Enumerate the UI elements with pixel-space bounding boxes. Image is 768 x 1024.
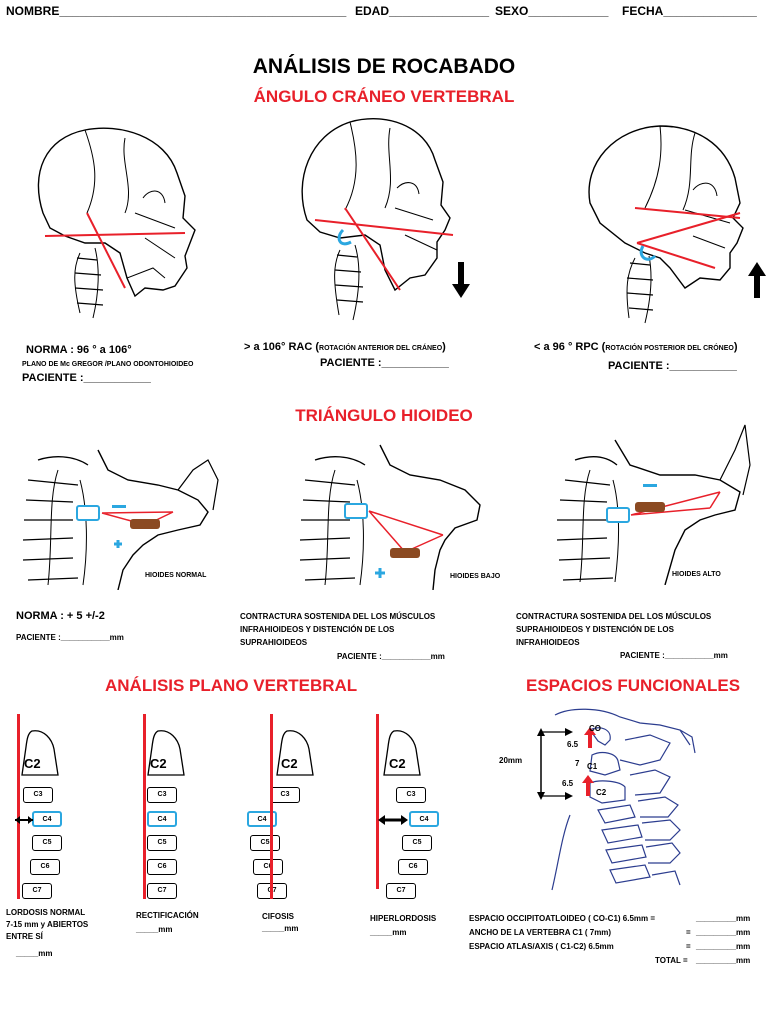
vertebra-c6: C6: [398, 859, 428, 875]
plano-label: PLANO DE Mc GREGOR /PLANO ODONTOHIOIDEO: [22, 361, 194, 368]
hyoid-caption-normal: HIOIDES NORMAL: [145, 572, 207, 579]
contractura-desc-1: CONTRACTURA SOSTENIDA DEL LOS MÚSCULOS I…: [240, 612, 436, 647]
rac-label: > a 106° RAC (ROTACIÓN ANTERIOR DEL CRÁN…: [244, 341, 446, 353]
double-arrow-icon: [378, 815, 408, 825]
vertebra-c5: C5: [147, 835, 177, 851]
vertebra-c7: C7: [386, 883, 416, 899]
row-co-c1-label: ESPACIO OCCIPITOATLOIDEO ( CO-C1) 6.5mm …: [469, 914, 656, 923]
vertebra-c2-shape: [383, 730, 421, 776]
caption-hiperlordosis: HIPERLORDOSIS: [370, 914, 437, 923]
label-7: 7: [575, 759, 580, 768]
vertebra-c3: C3: [396, 787, 426, 803]
caption-lordosis: LORDOSIS NORMAL 7-15 mm y ABIERTOS ENTRE…: [6, 908, 89, 941]
double-arrow-icon: [15, 816, 33, 824]
vertebra-c4: C4: [32, 811, 62, 827]
paciente-field[interactable]: PACIENTE :___________mm: [16, 633, 124, 642]
label-6-5-top: 6.5: [567, 740, 579, 749]
fecha-field[interactable]: FECHA______________: [622, 4, 757, 18]
page-title: ANÁLISIS DE ROCABADO: [252, 55, 516, 78]
vertebra-c4: C4: [247, 811, 277, 827]
vertebra-c2-shape: [21, 730, 59, 776]
label-c1: C1: [587, 762, 598, 771]
section-title-espacios-funcionales: ESPACIOS FUNCIONALES: [526, 676, 741, 695]
vertebral-column-lordosis: C2 C3 C4 C5 C6 C7: [14, 714, 94, 904]
row-c1-c2-value[interactable]: _________mm: [696, 942, 751, 951]
edad-field[interactable]: EDAD_______________: [355, 4, 490, 18]
vertebra-c5: C5: [250, 835, 280, 851]
vertebra-c3: C3: [270, 787, 300, 803]
row-c1-c2-eq: =: [686, 942, 691, 951]
vertebra-c5: C5: [32, 835, 62, 851]
hyoid-diagram-alto: [556, 424, 751, 585]
vertebra-c2-label: C2: [150, 756, 167, 771]
skull-diagram-rpc: [588, 125, 744, 324]
vertebra-c2-label: C2: [281, 756, 298, 771]
section-title-craneo-vertebral: ÁNGULO CRÁNEO VERTEBRAL: [253, 87, 515, 106]
vertebral-column-rectificacion: C2 C3 C4 C5 C6 C7: [140, 714, 220, 904]
hiperlordosis-mm-field[interactable]: _____mm: [370, 928, 407, 937]
vertebra-c7: C7: [147, 883, 177, 899]
section-title-triangulo-hioideo: TRIÁNGULO HIOIDEO: [295, 406, 473, 425]
vertebra-c2-shape: [276, 730, 314, 776]
contractura-desc-2: CONTRACTURA SOSTENIDA DEL LOS MÚSCULOS S…: [516, 612, 712, 647]
vertebral-column-cifosis: C2 C3 C4 C5 C6 C7: [245, 714, 325, 904]
vertebra-c5: C5: [402, 835, 432, 851]
paciente-field[interactable]: PACIENTE :___________: [320, 357, 449, 369]
arrow-up-icon: [748, 262, 766, 298]
vertebra-c6: C6: [30, 859, 60, 875]
vertebra-c4: C4: [409, 811, 439, 827]
label-co: CO: [589, 724, 601, 733]
skull-diagram-rac: [301, 118, 454, 321]
sexo-field[interactable]: SEXO____________: [495, 4, 609, 18]
height-measure-bracket: [537, 728, 573, 800]
rpc-label: < a 96 ° RPC (ROTACIÓN POSTERIOR DEL CRÓ…: [534, 341, 738, 353]
caption-rectificacion: RECTIFICACIÓN: [136, 911, 199, 920]
vertebra-c4: C4: [147, 811, 177, 827]
paciente-field[interactable]: PACIENTE :___________mm: [337, 652, 445, 661]
section-title-plano-vertebral: ANÁLISIS PLANO VERTEBRAL: [105, 676, 358, 695]
hyoid-diagram-bajo: [299, 444, 481, 590]
lordosis-mm-field[interactable]: _____mm: [16, 949, 53, 958]
arrow-down-icon: [452, 262, 470, 298]
label-c2: C2: [596, 788, 607, 797]
row-c1-c2-label: ESPACIO ATLAS/AXIS ( C1-C2) 6.5mm: [469, 942, 614, 951]
vertebra-c2-label: C2: [24, 756, 41, 771]
cervical-spine-diagram: [551, 708, 696, 891]
label-6-5-bottom: 6.5: [562, 779, 574, 788]
paciente-field[interactable]: PACIENTE :___________: [22, 372, 151, 384]
paciente-field[interactable]: PACIENTE :___________: [608, 360, 737, 372]
vertebra-c6: C6: [253, 859, 283, 875]
vertebra-c3: C3: [23, 787, 53, 803]
paciente-field[interactable]: PACIENTE :___________mm: [620, 651, 728, 660]
nombre-field[interactable]: NOMBRE__________________________________…: [6, 4, 347, 18]
vertebra-c2-shape: [147, 730, 185, 776]
cifosis-mm-field[interactable]: _____mm: [262, 924, 299, 933]
norma-hioideo: NORMA : + 5 +/-2: [16, 610, 105, 622]
hyoid-caption-alto: HIOIDES ALTO: [672, 571, 721, 578]
row-c1-eq: =: [686, 928, 691, 937]
caption-cifosis: CIFOSIS: [262, 912, 295, 921]
row-c1-value[interactable]: _________mm: [696, 928, 751, 937]
hyoid-caption-bajo: HIOIDES BAJO: [450, 573, 501, 580]
hyoid-diagram-normal: [22, 449, 219, 590]
row-total-label: TOTAL =: [655, 956, 688, 965]
row-total-value[interactable]: _________mm: [696, 956, 751, 965]
row-c1-label: ANCHO DE LA VERTEBRA C1 ( 7mm): [469, 928, 612, 937]
rectificacion-mm-field[interactable]: _____mm: [136, 925, 173, 934]
skull-diagram-norma: [37, 127, 196, 319]
vertebra-c2-label: C2: [389, 756, 406, 771]
row-co-c1-value[interactable]: _________mm: [696, 914, 751, 923]
vertebra-c3: C3: [147, 787, 177, 803]
label-20mm: 20mm: [499, 756, 523, 765]
vertebra-c6: C6: [147, 859, 177, 875]
norma-angulo: NORMA : 96 ° a 106°: [26, 344, 132, 356]
vertebra-c7: C7: [22, 883, 52, 899]
vertebral-column-hiperlordosis: C2 C3 C4 C5 C6 C7: [372, 714, 452, 904]
